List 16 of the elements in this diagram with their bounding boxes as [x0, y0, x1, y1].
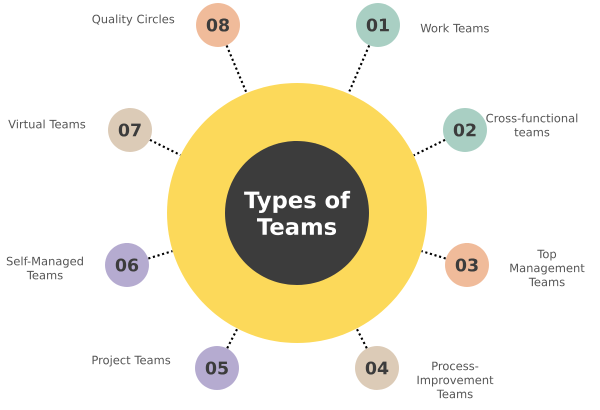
node-label: Cross-functional teams — [486, 114, 578, 136]
node-label: Work Teams — [420, 24, 489, 32]
node-label: Top Management Teams — [510, 250, 584, 286]
dotted-line — [148, 250, 173, 260]
dotted-line — [413, 138, 446, 156]
dotted-line — [348, 45, 370, 94]
dotted-line — [226, 328, 238, 349]
dotted-line — [226, 45, 248, 94]
node-label: Self-Managed Teams — [6, 256, 83, 280]
dotted-line — [149, 138, 181, 156]
dotted-line — [421, 250, 446, 260]
node-label: Quality Circles — [92, 14, 174, 26]
node-label: Project Teams — [92, 355, 170, 367]
node-label: Virtual Teams — [8, 120, 86, 128]
node-label: Process-Improvement Teams — [418, 362, 494, 398]
dotted-line — [356, 328, 368, 349]
